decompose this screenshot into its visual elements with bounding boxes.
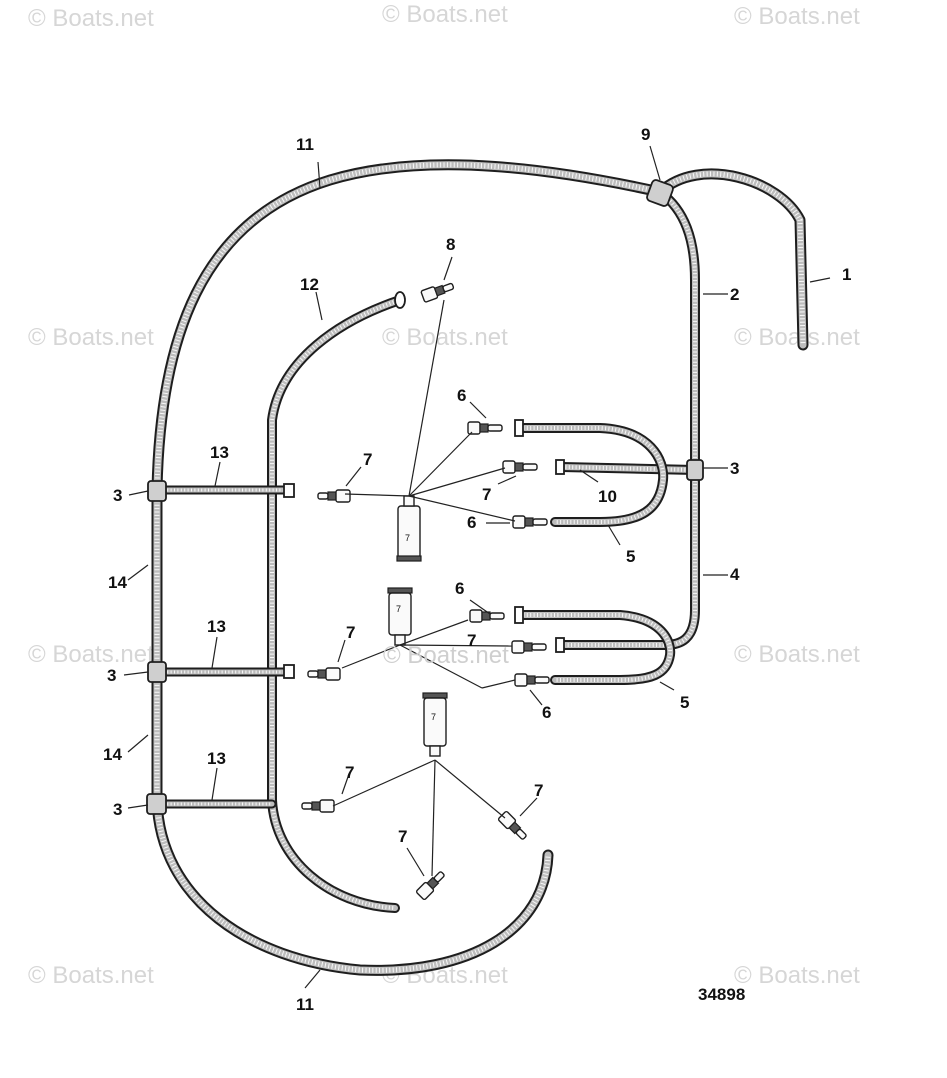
tee-3-mid-left — [147, 661, 167, 683]
callout-13: 13 — [207, 749, 226, 768]
fitting-7-e — [301, 799, 335, 813]
tee-fittings — [146, 179, 704, 815]
hose-end — [555, 459, 565, 475]
watermark: © Boats.net — [28, 962, 154, 989]
callout-6: 6 — [467, 513, 476, 532]
callout-1: 1 — [842, 265, 851, 284]
callout-10: 10 — [598, 487, 617, 506]
watermark: © Boats.net — [382, 324, 508, 351]
callout-13: 13 — [207, 617, 226, 636]
hose-end — [283, 483, 295, 498]
watermark: © Boats.net — [28, 5, 154, 32]
drawing-number: 34898 — [698, 985, 745, 1004]
callout-14: 14 — [108, 573, 127, 592]
watermark: © Boats.net — [734, 3, 860, 30]
callout-5: 5 — [680, 693, 689, 712]
hose-13-rungs — [152, 485, 295, 809]
lubricant-tube-middle: 7 — [387, 587, 413, 646]
tee-9 — [646, 179, 674, 207]
hose-1 — [654, 168, 809, 351]
hose-5-lower — [515, 610, 676, 685]
callouts: 11 9 1 2 12 8 6 3 7 7 10 6 5 13 3 14 4 6… — [103, 125, 851, 1014]
tube-marking: 7 — [431, 712, 436, 722]
tube-marking: 7 — [396, 604, 401, 614]
fitting-7-g — [415, 871, 445, 901]
tee-3-lower-left — [146, 793, 167, 815]
leader-lines — [123, 145, 831, 989]
callout-4: 4 — [730, 565, 740, 584]
callout-7: 7 — [346, 623, 355, 642]
tube-marking: 7 — [405, 533, 410, 543]
callout-3: 3 — [107, 666, 116, 685]
fitting-7-d — [307, 667, 341, 681]
fitting-6-b — [512, 515, 548, 529]
callout-6: 6 — [457, 386, 466, 405]
lubricant-tube-lower: 7 — [422, 692, 448, 757]
callout-7: 7 — [363, 450, 372, 469]
lubricant-tubes: 7 7 7 — [387, 495, 448, 757]
tee-3-right — [686, 459, 704, 481]
lubricant-tube-upper: 7 — [396, 495, 422, 562]
watermarks: © Boats.net © Boats.net © Boats.net © Bo… — [28, 1, 860, 989]
watermark: © Boats.net — [28, 324, 154, 351]
hose-2-4-vertical — [557, 187, 700, 650]
hose-12-inner-loop — [267, 295, 405, 913]
watermark: © Boats.net — [734, 962, 860, 989]
tee-3-upper-left — [147, 480, 167, 502]
callout-13: 13 — [210, 443, 229, 462]
hose-end — [283, 664, 295, 679]
fitting-7-b — [317, 489, 351, 503]
watermark: © Boats.net — [28, 641, 154, 668]
callout-14: 14 — [103, 745, 122, 764]
watermark-center: © Boats.net — [383, 642, 509, 669]
callout-7: 7 — [482, 485, 491, 504]
callout-7: 7 — [398, 827, 407, 846]
callout-5: 5 — [626, 547, 635, 566]
callout-3: 3 — [113, 486, 122, 505]
callout-12: 12 — [300, 275, 319, 294]
hose-end — [514, 606, 524, 624]
callout-8: 8 — [446, 235, 455, 254]
callout-6: 6 — [455, 579, 464, 598]
hose-end — [514, 419, 524, 437]
hose-end — [394, 291, 406, 309]
fitting-6-a — [467, 421, 503, 435]
callout-3: 3 — [730, 459, 739, 478]
fittings — [301, 282, 550, 901]
hoses — [151, 159, 809, 976]
fitting-8 — [420, 282, 455, 303]
hose-10 — [557, 462, 700, 475]
hose-11-outer-loop — [151, 159, 666, 976]
callout-7: 7 — [534, 781, 543, 800]
fitting-6-c — [469, 609, 505, 623]
fitting-7-c — [511, 640, 547, 654]
callout-6: 6 — [542, 703, 551, 722]
callout-11: 11 — [296, 995, 314, 1014]
hose-end — [555, 637, 565, 653]
callout-7: 7 — [345, 763, 354, 782]
callout-3: 3 — [113, 800, 122, 819]
callout-9: 9 — [641, 125, 650, 144]
watermark: © Boats.net — [734, 641, 860, 668]
watermark: © Boats.net — [734, 324, 860, 351]
callout-2: 2 — [730, 285, 739, 304]
hose-5-upper — [515, 423, 669, 527]
fitting-7-a — [502, 460, 538, 474]
callout-11: 11 — [296, 135, 314, 154]
watermark: © Boats.net — [382, 1, 508, 28]
fitting-6-d — [514, 673, 550, 687]
callout-7: 7 — [467, 631, 476, 650]
